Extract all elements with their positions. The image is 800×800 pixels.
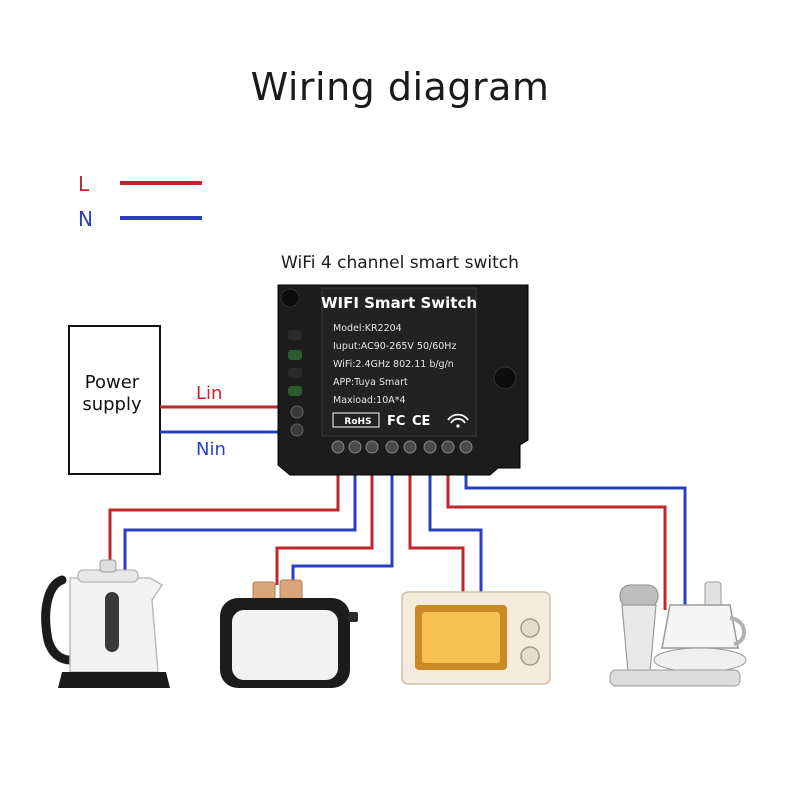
device-caption: WiFi 4 channel smart switch (281, 253, 519, 273)
terminal-icon (385, 440, 399, 454)
side-led-1 (288, 350, 302, 360)
ce-mark: CE (412, 414, 430, 429)
device-brand: WIFI Smart Switch (321, 294, 477, 312)
diagram-title: Wiring diagram (251, 65, 550, 109)
terminal-icon (441, 440, 455, 454)
lin-label: Lin (196, 383, 222, 404)
terminal-icon (403, 440, 417, 454)
side-led-2 (288, 386, 302, 396)
kettle-live-wire (108, 452, 340, 572)
power-supply: Power supply (68, 325, 161, 475)
legend-live-label: L (78, 172, 90, 196)
toaster-icon (220, 579, 358, 688)
terminal-icon (423, 440, 437, 454)
mount-hole-top (280, 288, 300, 308)
output-wires (108, 452, 687, 610)
input-terminal-n-icon (290, 423, 304, 437)
legend-neutral-label: N (78, 207, 93, 231)
microwave-live-wire (408, 452, 465, 592)
toaster-neutral-wire (291, 452, 394, 585)
power-supply-box (68, 325, 161, 475)
rohs-badge (332, 412, 380, 428)
device-input: Iuput:AC90-265V 50/60Hz (333, 341, 456, 352)
power-supply-line1: Power (85, 372, 140, 393)
input-wires: Lin Nin (160, 383, 280, 460)
power-supply-line2: supply (82, 394, 142, 415)
terminal-icon (459, 440, 473, 454)
rohs-label: RoHS (344, 417, 371, 427)
wifi-icon (447, 413, 469, 428)
kettle-neutral-wire (123, 452, 357, 572)
processor-live-wire (446, 452, 667, 610)
input-terminal-l-icon (290, 405, 304, 419)
side-port-1 (288, 330, 302, 340)
device-label-panel (321, 287, 477, 437)
output-terminals (331, 440, 473, 454)
device-maxload: Maxioad:10A*4 (333, 395, 406, 406)
kettle-icon (41, 559, 170, 688)
nin-label: Nin (196, 439, 226, 460)
terminal-icon (365, 440, 379, 454)
terminal-icon (348, 440, 362, 454)
smart-switch-device: WIFI Smart Switch Model:KR2204 Iuput:AC9… (277, 284, 529, 476)
food-processor-icon (609, 581, 747, 687)
device-app: APP:Tuya Smart (333, 377, 408, 388)
device-model: Model:KR2204 (333, 323, 402, 334)
microwave-neutral-wire (428, 452, 483, 592)
fc-mark: FC (387, 414, 405, 429)
mount-hole-right (493, 366, 517, 390)
legend: L N (78, 172, 202, 231)
microwave-icon (401, 591, 551, 685)
device-wifi: WiFi:2.4GHz 802.11 b/g/n (333, 359, 454, 370)
terminal-icon (331, 440, 345, 454)
side-port-2 (288, 368, 302, 378)
toaster-live-wire (275, 452, 374, 585)
